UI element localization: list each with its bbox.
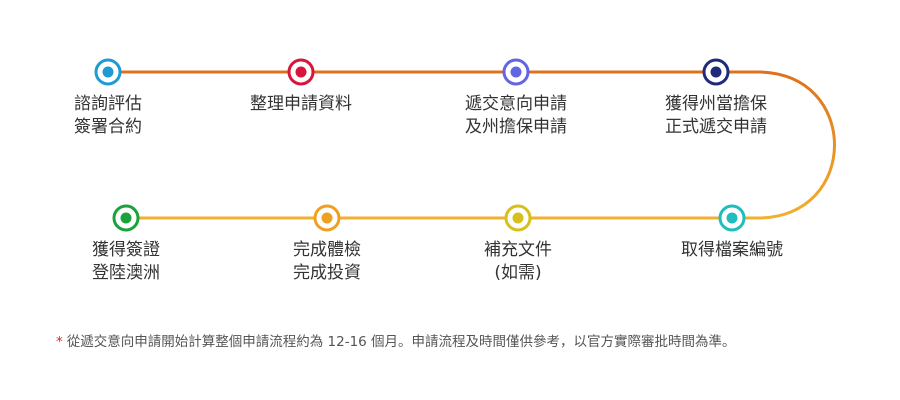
step-3-label: 遞交意向申請及州擔保申請 bbox=[426, 93, 606, 139]
step-7-label-line-1: 完成體檢 bbox=[293, 240, 361, 260]
step-1-marker bbox=[94, 58, 122, 86]
step-3-label-line-2: 及州擔保申請 bbox=[465, 117, 567, 137]
step-2-label-line-1: 整理申請資料 bbox=[250, 94, 352, 114]
footnote-asterisk: * bbox=[56, 334, 63, 350]
step-4-marker bbox=[702, 58, 730, 86]
footnote-text: 從遞交意向申請開始計算整個申請流程約為 12-16 個月。申請流程及時間僅供參考… bbox=[66, 334, 736, 350]
step-3-label-line-1: 遞交意向申請 bbox=[465, 94, 567, 114]
step-7-marker bbox=[313, 204, 341, 232]
step-2-marker bbox=[287, 58, 315, 86]
footnote: *從遞交意向申請開始計算整個申請流程約為 12-16 個月。申請流程及時間僅供參… bbox=[56, 330, 736, 350]
step-5-label-line-1: 取得檔案編號 bbox=[681, 240, 783, 260]
step-7-label: 完成體檢完成投資 bbox=[237, 239, 417, 285]
step-6-label-line-2: (如需) bbox=[494, 263, 542, 283]
step-8-marker bbox=[112, 204, 140, 232]
step-8-label: 獲得簽證登陸澳洲 bbox=[36, 239, 216, 285]
step-1-label-line-2: 簽署合約 bbox=[74, 117, 142, 137]
step-6-label: 補充文件 (如需) bbox=[428, 239, 608, 285]
step-6-marker bbox=[504, 204, 532, 232]
step-4-label-line-1: 獲得州當擔保 bbox=[665, 94, 767, 114]
step-4-label: 獲得州當擔保正式遞交申請 bbox=[626, 93, 806, 139]
step-3-marker bbox=[502, 58, 530, 86]
step-5-label: 取得檔案編號 bbox=[642, 239, 822, 262]
timeline-curve-connector bbox=[757, 70, 836, 220]
step-7-label-line-2: 完成投資 bbox=[293, 263, 361, 283]
step-5-marker bbox=[718, 204, 746, 232]
step-8-label-line-2: 登陸澳洲 bbox=[92, 263, 160, 283]
step-6-label-line-1: 補充文件 bbox=[484, 240, 552, 260]
step-1-label-line-1: 諮詢評估 bbox=[74, 94, 142, 114]
step-2-label: 整理申請資料 bbox=[211, 93, 391, 116]
step-1-label: 諮詢評估簽署合約 bbox=[18, 93, 198, 139]
step-4-label-line-2: 正式遞交申請 bbox=[665, 117, 767, 137]
step-8-label-line-1: 獲得簽證 bbox=[92, 240, 160, 260]
